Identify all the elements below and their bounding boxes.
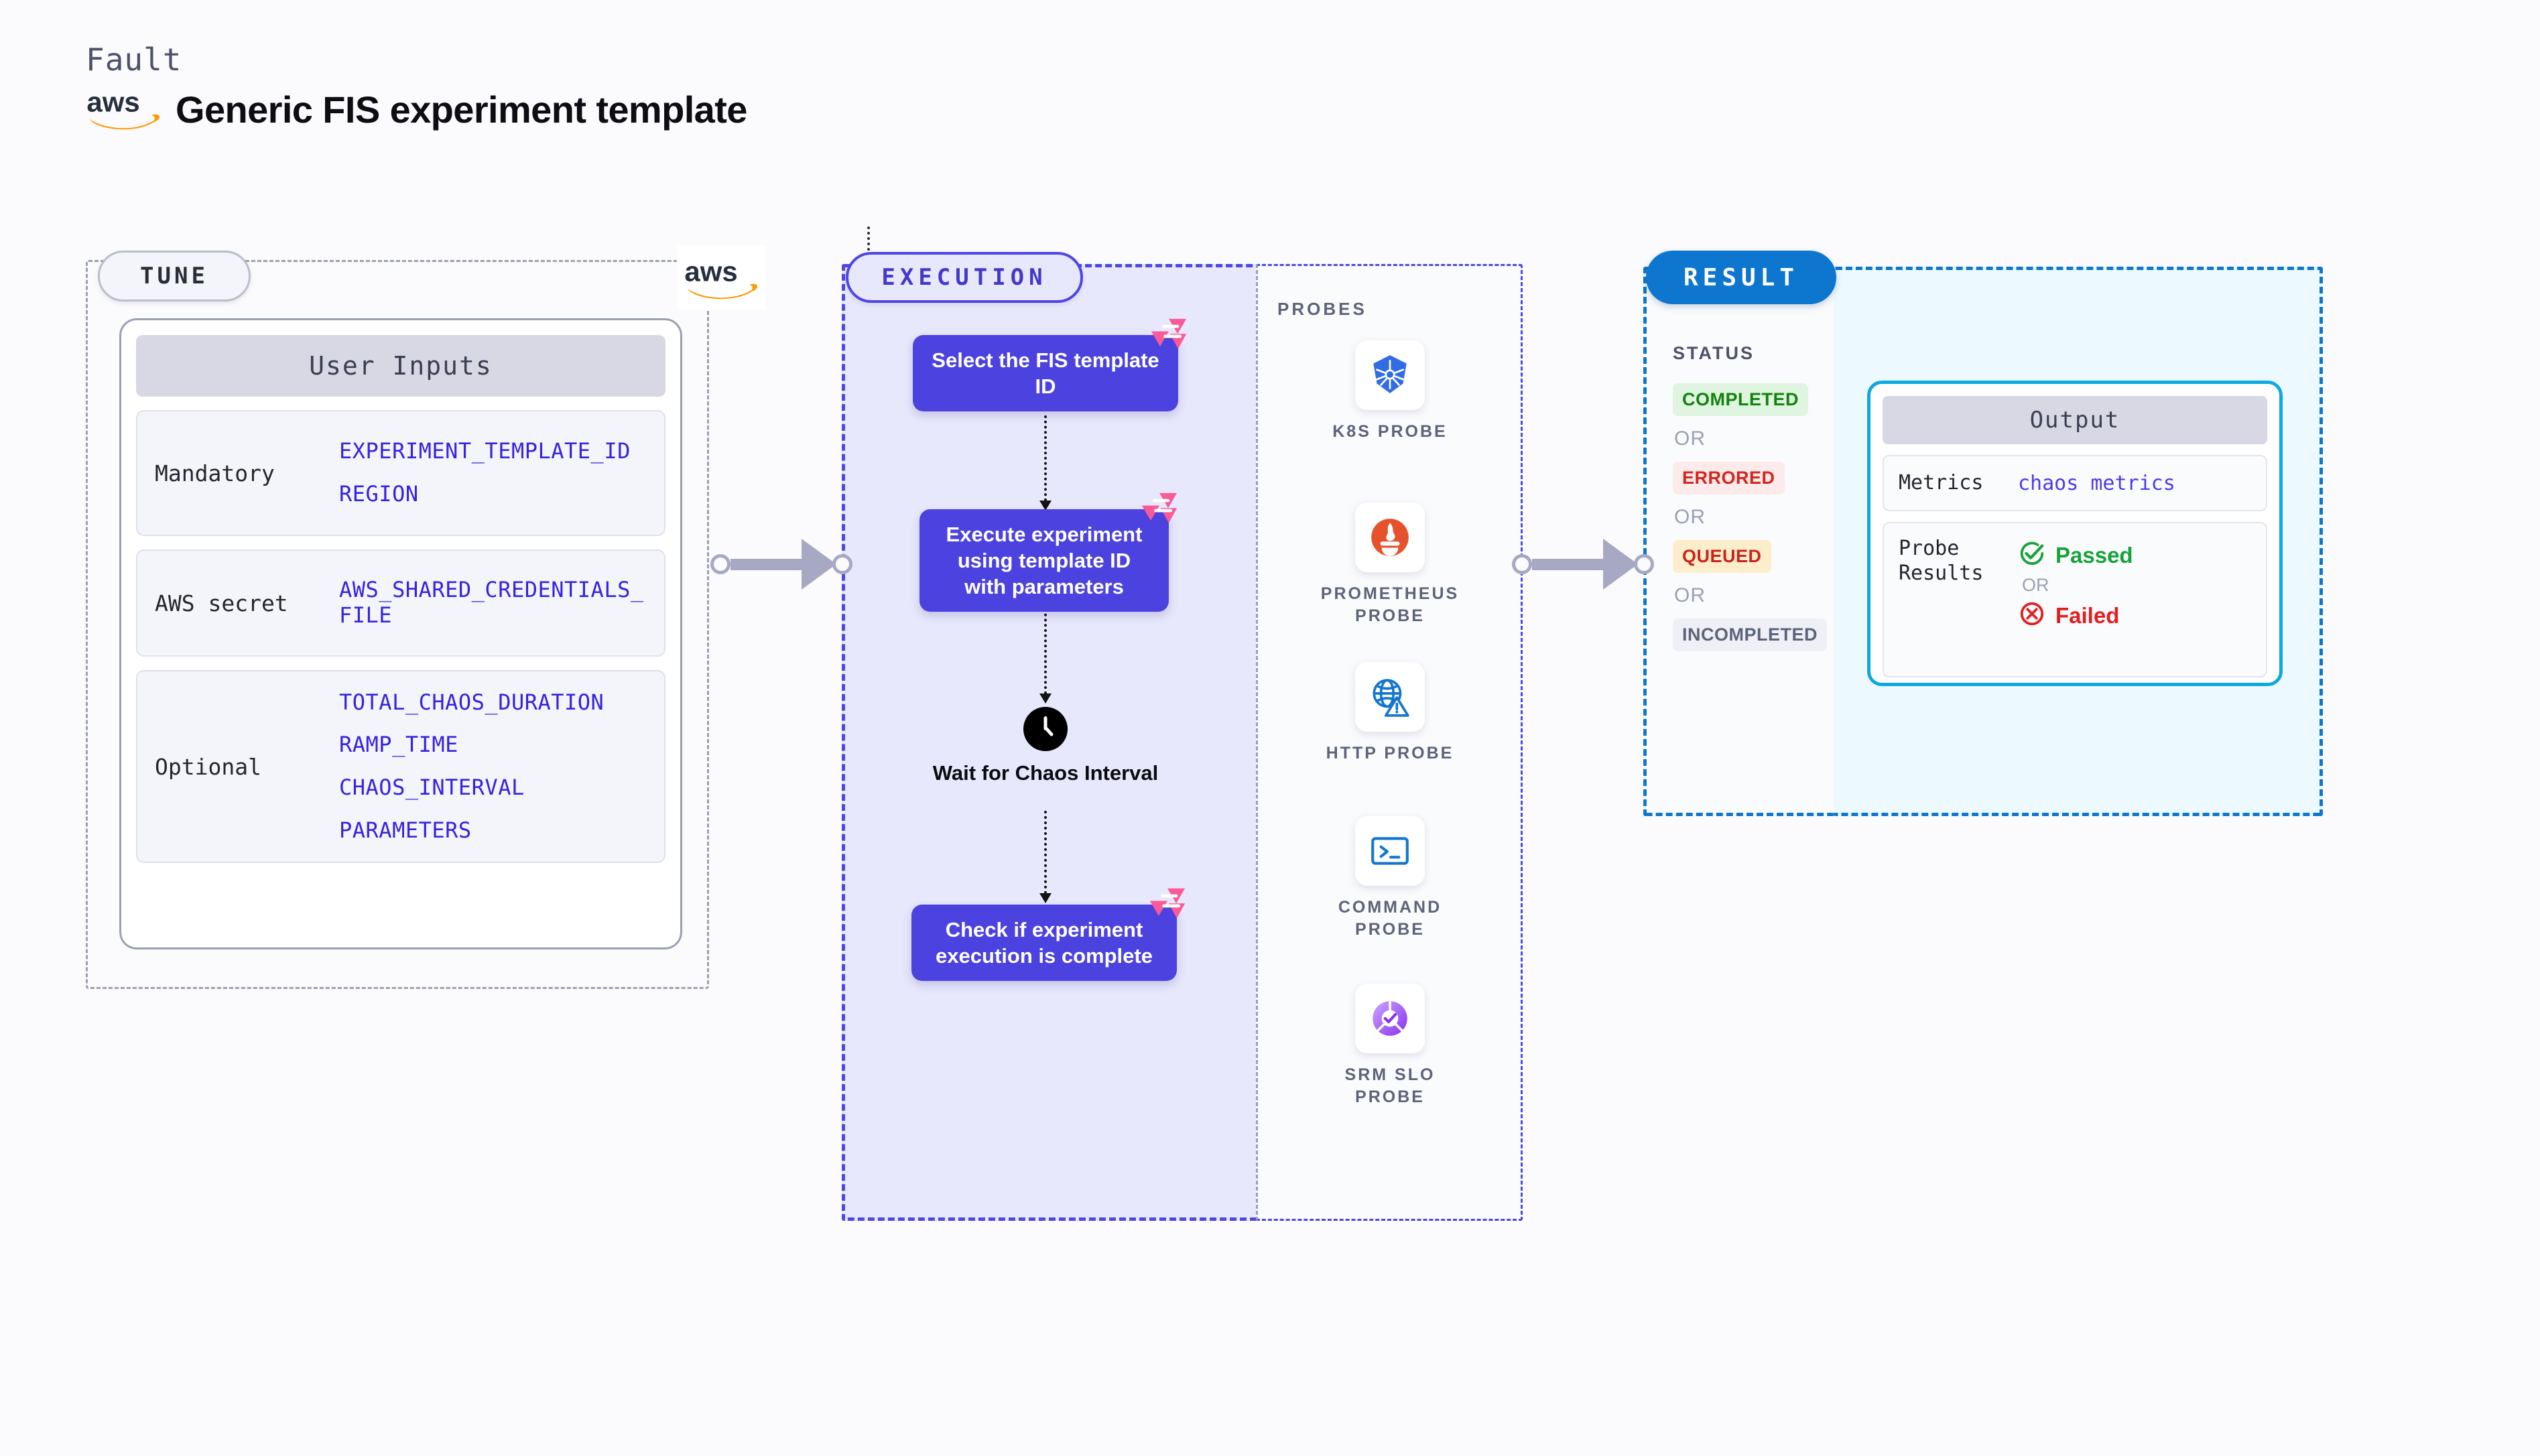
connector-line xyxy=(1532,558,1604,570)
probe-item-http: HTTP PROBE xyxy=(1308,662,1472,765)
output-row-probe-results: Probe Results Passed OR xyxy=(1883,522,2267,677)
connector-tune-to-execution xyxy=(710,539,852,590)
probe-label: SRM SLO PROBE xyxy=(1344,1065,1436,1106)
flow-step-label: Check if experiment execution is complet… xyxy=(936,918,1153,968)
connector-end-dot xyxy=(832,554,852,574)
flow-step-select-template: Select the FIS template ID xyxy=(913,318,1187,412)
input-variable: PARAMETERS xyxy=(339,817,472,843)
input-variable: EXPERIMENT_TEMPLATE_ID xyxy=(339,438,631,464)
svg-text:aws: aws xyxy=(86,86,139,118)
flow-step-label: Select the FIS template ID xyxy=(932,348,1159,399)
svg-text:aws: aws xyxy=(684,256,737,287)
user-inputs-card: User Inputs Mandatory EXPERIMENT_TEMPLAT… xyxy=(119,318,682,949)
status-badge-incompleted: INCOMPLETED xyxy=(1673,618,1828,651)
connector-arrowhead-icon xyxy=(802,539,836,590)
probes-title: PROBES xyxy=(1277,299,1367,319)
probe-item-command: COMMAND PROBE xyxy=(1308,816,1472,940)
status-badge-errored: ERRORED xyxy=(1673,462,1785,494)
connector-execution-to-result xyxy=(1512,539,1654,590)
probe-item-k8s: K8S PROBE xyxy=(1308,340,1472,443)
status-title: STATUS xyxy=(1673,343,1755,363)
status-list: COMPLETED OR ERRORED OR QUEUED OR INCOMP… xyxy=(1673,383,1828,651)
x-circle-icon xyxy=(2018,600,2046,631)
probe-or-label: OR xyxy=(2022,575,2049,595)
output-row-metrics: Metrics chaos metrics xyxy=(1883,455,2267,511)
globe-warning-icon xyxy=(1355,662,1425,732)
flow-step-check-complete: Check if experiment execution is complet… xyxy=(911,888,1186,1000)
input-group-aws-secret: AWS secret AWS_SHARED_CREDENTIALS_FILE xyxy=(136,549,665,657)
litmus-icon xyxy=(1150,318,1188,350)
output-metrics-label: Metrics xyxy=(1899,470,1984,494)
litmus-icon xyxy=(1149,887,1186,919)
probe-result-passed: Passed xyxy=(2018,539,2133,571)
probe-label: COMMAND PROBE xyxy=(1338,898,1442,939)
flow-step-execute-experiment: Execute experiment using template ID wit… xyxy=(919,492,1178,612)
connector-start-dot xyxy=(710,554,731,574)
input-variable: AWS_SHARED_CREDENTIALS_FILE xyxy=(339,577,644,628)
input-group-optional: Optional TOTAL_CHAOS_DURATION RAMP_TIME … xyxy=(136,670,665,863)
tune-tag: TUNE xyxy=(98,251,251,302)
input-variable: CHAOS_INTERVAL xyxy=(339,775,525,800)
probe-label: K8S PROBE xyxy=(1332,422,1448,441)
flow-step-label: Execute experiment using template ID wit… xyxy=(946,523,1143,599)
status-or-label: OR xyxy=(1674,506,1706,528)
input-group-label: AWS secret xyxy=(155,590,288,616)
connector-arrowhead-icon xyxy=(1603,539,1638,590)
input-variable: RAMP_TIME xyxy=(339,732,458,758)
user-inputs-title: User Inputs xyxy=(136,335,665,397)
probe-label: HTTP PROBE xyxy=(1326,744,1454,763)
result-tag: RESULT xyxy=(1646,251,1836,304)
input-variable: REGION xyxy=(339,481,419,507)
probe-result-failed: Failed xyxy=(2018,600,2133,631)
litmus-icon xyxy=(1141,492,1178,524)
flow-arrow xyxy=(1039,811,1052,903)
probe-label: PROMETHEUS PROBE xyxy=(1320,584,1460,625)
terminal-icon xyxy=(1355,816,1425,886)
probe-item-srm-slo: SRM SLO PROBE xyxy=(1308,984,1472,1108)
status-badge-queued: QUEUED xyxy=(1673,540,1771,573)
input-group-label: Mandatory xyxy=(155,460,275,486)
flow-arrow xyxy=(1039,608,1052,704)
status-or-label: OR xyxy=(1674,427,1706,450)
output-title: Output xyxy=(1883,396,2267,444)
input-group-label: Optional xyxy=(155,753,261,780)
execution-tag: EXECUTION xyxy=(846,252,1083,303)
flow-arrow xyxy=(1039,415,1052,511)
flow-step-label: Wait for Chaos Interval xyxy=(932,761,1159,785)
execution-panel xyxy=(842,264,1257,1221)
header-eyebrow: Fault xyxy=(86,42,182,78)
input-variable: TOTAL_CHAOS_DURATION xyxy=(339,689,605,715)
probe-item-prometheus: PROMETHEUS PROBE xyxy=(1308,503,1472,626)
check-circle-icon xyxy=(2018,539,2046,571)
clock-icon xyxy=(1023,707,1068,751)
slo-donut-icon xyxy=(1355,984,1425,1053)
page-header: Fault aws Generic FIS experiment templat… xyxy=(86,42,747,134)
status-badge-completed: COMPLETED xyxy=(1673,383,1809,416)
probe-failed-label: Failed xyxy=(2055,602,2120,628)
input-group-mandatory: Mandatory EXPERIMENT_TEMPLATE_ID REGION xyxy=(136,410,665,536)
flow-step-wait-chaos-interval: Wait for Chaos Interval xyxy=(913,707,1178,786)
output-probe-results-label: Probe Results xyxy=(1899,537,1984,585)
execution-tag-stem xyxy=(867,226,870,256)
output-card: Output Metrics chaos metrics Probe Resul… xyxy=(1867,381,2283,686)
connector-end-dot xyxy=(1634,554,1654,574)
kubernetes-icon xyxy=(1355,340,1425,410)
probes-panel xyxy=(1256,264,1523,1221)
aws-logo-icon: aws xyxy=(86,84,161,134)
aws-logo-icon: aws xyxy=(677,245,765,310)
status-or-label: OR xyxy=(1674,584,1706,606)
probe-passed-label: Passed xyxy=(2055,542,2133,568)
connector-start-dot xyxy=(1512,554,1532,574)
tune-panel xyxy=(86,260,709,989)
page-title: Generic FIS experiment template xyxy=(176,88,747,131)
connector-line xyxy=(731,558,803,570)
output-metrics-value: chaos metrics xyxy=(2018,471,2175,495)
prometheus-icon xyxy=(1355,503,1425,572)
